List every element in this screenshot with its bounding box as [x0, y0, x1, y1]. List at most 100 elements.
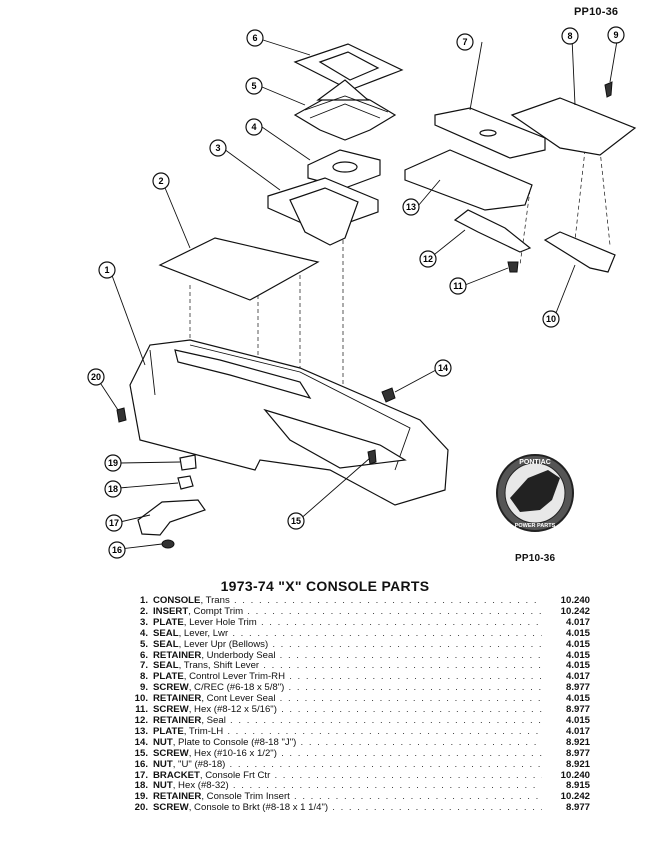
part-description: RETAINER, Underbody Seal . . . . . . . .… — [153, 651, 542, 662]
callout-8: 8 — [561, 27, 579, 45]
part-name: RETAINER — [153, 792, 202, 803]
part-name: SEAL — [153, 661, 179, 672]
parts-row: 16. NUT, "U" (#8-18) . . . . . . . . . . … — [120, 758, 590, 771]
pontiac-power-parts-logo: PONTIAC POWER PARTS — [496, 454, 574, 532]
part-description: SEAL, Lever Upr (Bellows) . . . . . . . … — [153, 640, 542, 651]
parts-row: 15. SCREW, Hex (#10-16 x 1/2") . . . . . … — [120, 747, 590, 760]
callout-14: 14 — [434, 359, 452, 377]
part-detail: , Console to Brkt (#8-18 x 1 1/4") — [188, 803, 329, 814]
leader-dots: . . . . . . . . . . . . . . . . . . . . … — [227, 726, 542, 737]
callout-1: 1 — [98, 261, 116, 279]
part-description: NUT, "U" (#8-18) . . . . . . . . . . . .… — [153, 760, 542, 771]
part-number: 12. — [134, 714, 148, 726]
part-detail: , Control Lever Trim-RH — [183, 672, 286, 683]
leader-dots: . . . . . . . . . . . . . . . . . . . . … — [279, 650, 542, 661]
parts-row: 5. SEAL, Lever Upr (Bellows) . . . . . . … — [120, 638, 590, 651]
part-number: 2. — [139, 605, 148, 617]
logo-text-top: PONTIAC — [519, 459, 551, 466]
parts-row: 7.SEAL, Trans, Shift Lever . . . . . . .… — [120, 661, 590, 672]
callout-6: 6 — [246, 29, 264, 47]
parts-row: 10. RETAINER, Cont Lever Seal . . . . . .… — [120, 693, 590, 705]
part-15-screw — [367, 449, 377, 465]
part-catalog-value: 8.977 — [565, 747, 590, 759]
callout-9: 9 — [607, 26, 625, 44]
part-20-screw — [116, 407, 127, 423]
part-detail: , Trans, Shift Lever — [178, 661, 260, 672]
part-number: 9. — [139, 682, 148, 694]
part-name: INSERT — [153, 606, 189, 617]
parts-row: 4. SEAL, Lever, Lwr . . . . . . . . . . .… — [120, 627, 590, 640]
part-number: 10. — [134, 693, 148, 705]
part-number: 14. — [134, 736, 148, 748]
part-description: PLATE, Control Lever Trim-RH . . . . . .… — [153, 672, 542, 683]
svg-text:5: 5 — [251, 81, 256, 91]
leader-dots: . . . . . . . . . . . . . . . . . . . . … — [281, 705, 542, 716]
part-number: 5. — [139, 638, 148, 650]
part-description: RETAINER, Seal . . . . . . . . . . . . .… — [153, 716, 542, 727]
part-number: 16. — [134, 758, 148, 770]
parts-row: 1.CONSOLE, Trans . . . . . . . . . . . .… — [120, 595, 590, 607]
part-description: SCREW, Console to Brkt (#8-18 x 1 1/4") … — [153, 803, 542, 814]
leader-dots: . . . . . . . . . . . . . . . . . . . . … — [332, 803, 542, 814]
svg-text:15: 15 — [291, 516, 301, 526]
part-detail: , Hex (#10-16 x 1/2") — [188, 748, 277, 759]
part-name: PLATE — [153, 672, 184, 683]
part-name: RETAINER — [153, 715, 202, 726]
part-18-nut — [177, 475, 194, 490]
parts-row: 20.SCREW, Console to Brkt (#8-18 x 1 1/4… — [120, 802, 590, 814]
parts-row: 11.SCREW, Hex (#8-12 x 5/16") . . . . . … — [120, 704, 590, 716]
leader-dots: . . . . . . . . . . . . . . . . . . . . … — [232, 781, 542, 792]
parts-row: 17.BRACKET, Console Frt Ctr . . . . . . … — [120, 770, 590, 782]
leader-dots: . . . . . . . . . . . . . . . . . . . . … — [288, 683, 542, 694]
parts-row: 8.PLATE, Control Lever Trim-RH . . . . .… — [120, 671, 590, 683]
part-description: PLATE, Lever Hole Trim . . . . . . . . .… — [153, 618, 542, 629]
part-description: NUT, Hex (#8-32) . . . . . . . . . . . .… — [153, 781, 542, 792]
part-12-retainer — [453, 209, 532, 253]
callout-17: 17 — [105, 514, 123, 532]
leader-dots: . . . . . . . . . . . . . . . . . . . . … — [294, 792, 542, 803]
svg-text:4: 4 — [251, 122, 256, 132]
part-catalog-value: 4.015 — [565, 693, 590, 705]
part-number: 13. — [134, 725, 148, 737]
figure-code: PP10-36 — [515, 553, 556, 564]
part-number: 7. — [139, 660, 148, 672]
part-detail: , Underbody Seal — [201, 650, 276, 661]
part-number: 15. — [134, 747, 148, 759]
part-detail: , C/REC (#6-18 x 5/8") — [188, 683, 285, 694]
part-9-screw — [604, 81, 613, 98]
leader-dots: . . . . . . . . . . . . . . . . . . . . … — [260, 617, 542, 628]
part-number: 11. — [135, 704, 148, 716]
callout-7: 7 — [456, 33, 474, 51]
parts-list: 1.CONSOLE, Trans . . . . . . . . . . . .… — [120, 595, 590, 814]
part-detail: , Lever Upr (Bellows) — [178, 639, 269, 650]
parts-row: 19.RETAINER, Console Trim Insert . . . .… — [120, 791, 590, 803]
part-catalog-value: 10.242 — [560, 791, 590, 803]
logo-text-bottom: POWER PARTS — [515, 523, 556, 529]
part-13-plate — [404, 149, 533, 211]
part-catalog-value: 8.977 — [565, 802, 590, 814]
leader-dots: . . . . . . . . . . . . . . . . . . . . … — [232, 628, 542, 639]
callout-20: 20 — [87, 368, 105, 386]
part-name: NUT — [153, 759, 173, 770]
part-detail: , "U" (#8-18) — [172, 759, 226, 770]
part-name: RETAINER — [153, 694, 202, 705]
part-2-insert — [158, 237, 320, 301]
callout-3: 3 — [209, 139, 227, 157]
part-description: SCREW, Hex (#10-16 x 1/2") . . . . . . .… — [153, 749, 542, 760]
part-number: 4. — [139, 627, 148, 639]
part-description: SEAL, Lever, Lwr . . . . . . . . . . . .… — [153, 629, 542, 640]
svg-text:9: 9 — [613, 30, 618, 40]
part-description: RETAINER, Cont Lever Seal . . . . . . . … — [153, 694, 542, 705]
parts-row: 2.INSERT, Compt Trim . . . . . . . . . .… — [120, 605, 590, 618]
leader-dots: . . . . . . . . . . . . . . . . . . . . … — [274, 770, 542, 781]
part-detail: , Hex (#8-12 x 5/16") — [188, 705, 277, 716]
part-name: PLATE — [153, 617, 184, 628]
part-detail: , Compt Trim — [188, 606, 244, 617]
parts-row: 13.PLATE, Trim-LH . . . . . . . . . . . … — [120, 725, 590, 738]
part-14-nut — [381, 387, 396, 403]
part-6-retainer — [293, 43, 404, 91]
part-name: PLATE — [153, 726, 184, 737]
callout-12: 12 — [419, 250, 437, 268]
part-detail: , Console Trim Insert — [201, 792, 290, 803]
leader-dots: . . . . . . . . . . . . . . . . . . . . … — [289, 672, 542, 683]
